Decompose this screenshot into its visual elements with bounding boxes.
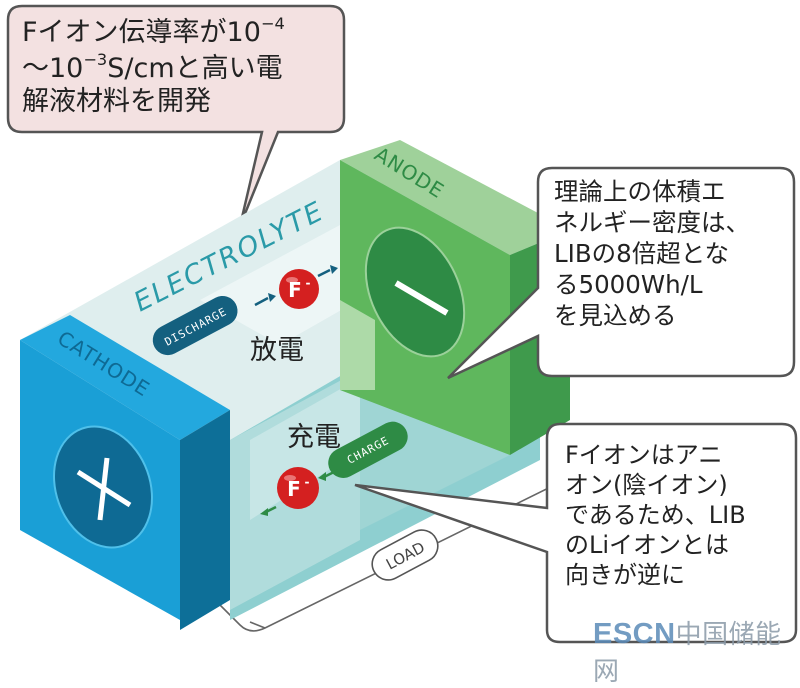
battery-diagram: ELECTROLYTE CATHODE ANODE DISCHARGE CHAR… xyxy=(6,4,798,644)
anion-callout-bubble xyxy=(354,422,798,644)
conductivity-line-2: 〜10−3S/cmと高い電 xyxy=(22,50,283,85)
svg-text:-: - xyxy=(305,475,310,489)
svg-text:F: F xyxy=(287,477,301,501)
anion-line: 向きが逆に xyxy=(565,561,685,589)
energy-density-callout: 理論上の体積エ ネルギー密度は、 LIBの8倍超とな る5000Wh/L を見込… xyxy=(554,176,750,332)
cathode-plus-h xyxy=(76,469,132,508)
energy-line: を見込める xyxy=(554,301,677,331)
conductivity-callout-bubble xyxy=(6,4,346,227)
watermark: ESCN中国储能网 xyxy=(593,618,782,687)
anion-callout: Fイオンはアニ オン(陰イオン) であるため、LIB のLiイオンとは 向きが逆… xyxy=(565,440,746,590)
svg-text:F: F xyxy=(288,278,302,302)
anode-minus-sign xyxy=(394,280,449,316)
energy-line: る5000Wh/L xyxy=(554,270,703,300)
svg-text:-: - xyxy=(306,276,311,290)
conductivity-callout: Fイオン伝導率が10−4 〜10−3S/cmと高い電 解液材料を開発 xyxy=(22,14,285,119)
cathode-block xyxy=(20,315,230,630)
discharge-arrow xyxy=(254,296,269,307)
energy-line: ネルギー密度は、 xyxy=(554,208,750,238)
fluoride-ion-charge: F - xyxy=(277,467,319,509)
discharge-jp-label: 放電 xyxy=(250,335,304,366)
anion-line: Fイオンはアニ xyxy=(565,441,723,469)
fluoride-ion-discharge: F - xyxy=(279,269,319,309)
anion-line: であるため、LIB xyxy=(565,501,746,529)
conductivity-line-1: Fイオン伝導率が10−4 xyxy=(22,14,285,49)
charge-jp-label: 充電 xyxy=(287,422,341,453)
anion-line: のLiイオンとは xyxy=(565,531,730,559)
anion-line: オン(陰イオン) xyxy=(565,471,728,499)
conductivity-line-3: 解液材料を開発 xyxy=(22,86,211,118)
energy-density-callout-bubble xyxy=(447,166,796,380)
energy-line: LIBの8倍超とな xyxy=(554,239,730,269)
energy-line: 理論上の体積エ xyxy=(554,177,726,206)
